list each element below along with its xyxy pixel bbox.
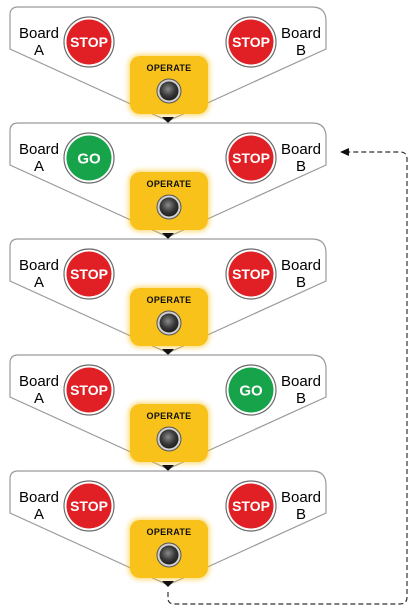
board-a-signal-text: STOP <box>70 498 108 514</box>
board-b-signal-light <box>228 19 274 65</box>
down-arrow-icon <box>162 465 174 471</box>
board-b-signal-text: STOP <box>232 266 270 282</box>
board-b-letter: B <box>296 42 306 59</box>
operate-label: OPERATE <box>147 63 192 73</box>
board-a-signal-text: STOP <box>70 382 108 398</box>
board-a-label: Board <box>19 141 59 158</box>
board-a-label: Board <box>19 489 59 506</box>
board-a-letter: A <box>34 42 44 59</box>
operate-button-icon <box>159 545 179 565</box>
board-a-label: Board <box>19 25 59 42</box>
board-a-label: Board <box>19 257 59 274</box>
board-b-signal-light <box>228 483 274 529</box>
operate-button-icon <box>159 197 179 217</box>
operate-button-icon <box>159 313 179 333</box>
board-a-letter: A <box>34 274 44 291</box>
board-b-label: Board <box>281 373 321 390</box>
operate-label: OPERATE <box>147 527 192 537</box>
board-a-signal-light <box>66 483 112 529</box>
board-a-signal-text: GO <box>77 150 101 167</box>
operate-button-icon <box>159 81 179 101</box>
board-b-signal-light <box>228 135 274 181</box>
down-arrow-icon <box>162 349 174 355</box>
board-a-signal-light <box>66 367 112 413</box>
down-arrow-icon <box>162 233 174 239</box>
board-b-letter: B <box>296 274 306 291</box>
board-a-signal-light <box>66 19 112 65</box>
board-a-signal-light <box>66 251 112 297</box>
operate-label: OPERATE <box>147 179 192 189</box>
operate-button-icon <box>159 429 179 449</box>
board-b-signal-light <box>228 251 274 297</box>
board-b-signal-text: GO <box>239 382 263 399</box>
down-arrow-icon <box>162 581 174 587</box>
board-b-label: Board <box>281 141 321 158</box>
loop-back-line <box>167 151 408 605</box>
board-a-letter: A <box>34 390 44 407</box>
down-arrow-icon <box>162 117 174 123</box>
loop-arrowhead-icon <box>340 148 349 156</box>
board-a-signal-text: STOP <box>70 34 108 50</box>
board-a-letter: A <box>34 506 44 523</box>
board-b-letter: B <box>296 390 306 407</box>
board-b-signal-light <box>228 367 274 413</box>
board-b-signal-text: STOP <box>232 498 270 514</box>
operate-label: OPERATE <box>147 411 192 421</box>
board-b-signal-text: STOP <box>232 150 270 166</box>
board-b-letter: B <box>296 506 306 523</box>
board-b-label: Board <box>281 489 321 506</box>
board-a-letter: A <box>34 158 44 175</box>
loop-back-arrow <box>167 148 408 605</box>
board-a-label: Board <box>19 373 59 390</box>
board-b-label: Board <box>281 25 321 42</box>
board-a-signal-text: STOP <box>70 266 108 282</box>
board-a-signal-light <box>66 135 112 181</box>
board-b-letter: B <box>296 158 306 175</box>
board-b-label: Board <box>281 257 321 274</box>
board-b-signal-text: STOP <box>232 34 270 50</box>
operate-label: OPERATE <box>147 295 192 305</box>
